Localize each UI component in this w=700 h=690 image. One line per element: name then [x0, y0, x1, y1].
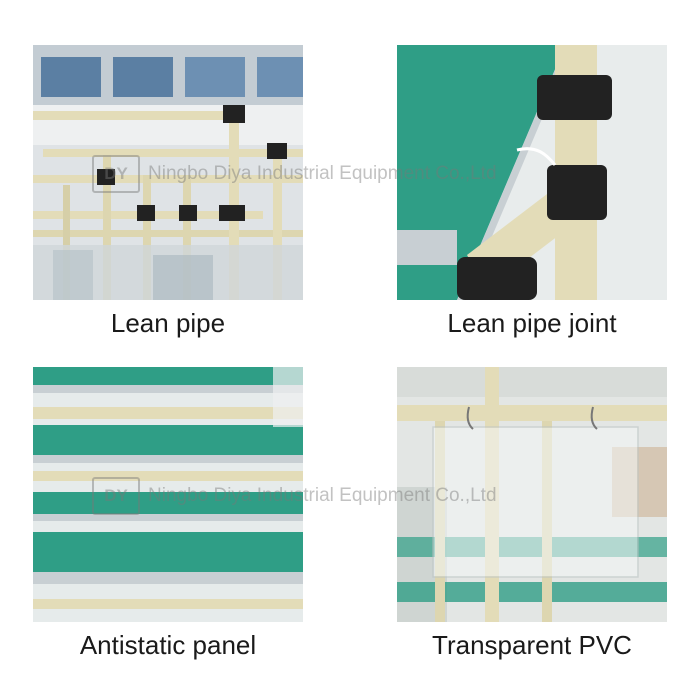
- caption-lean-pipe-joint: Lean pipe joint: [447, 308, 617, 338]
- antistatic-panel-photo: [33, 367, 303, 622]
- transparent-pvc-photo: [397, 367, 667, 622]
- caption-lean-pipe: Lean pipe: [110, 308, 226, 338]
- caption-transparent-pvc: Transparent PVC: [432, 630, 632, 660]
- lean-pipe-photo: [33, 45, 303, 300]
- lean-pipe-joint-photo: [397, 45, 667, 300]
- caption-antistatic-panel: Antistatic panel: [79, 630, 257, 660]
